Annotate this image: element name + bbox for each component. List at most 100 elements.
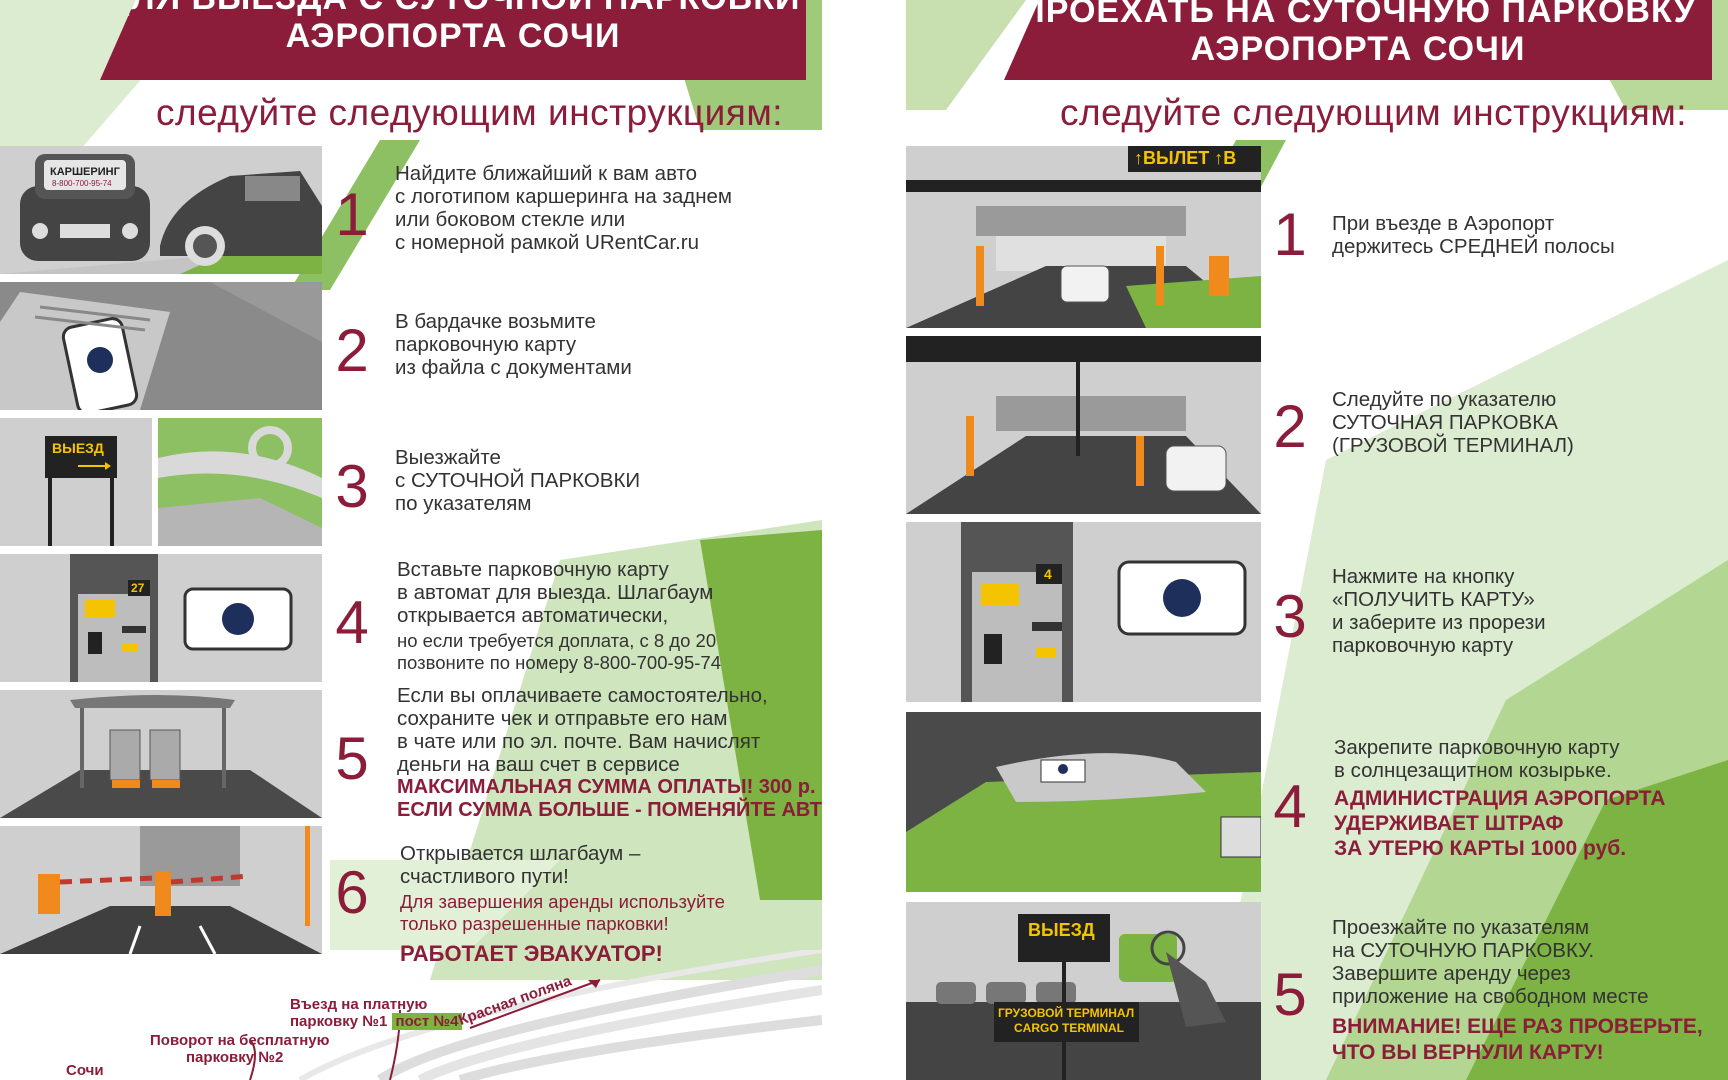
step-1-number: 1 bbox=[1273, 201, 1307, 268]
step-5-line: на СУТОЧНУЮ ПАРКОВКУ. bbox=[1332, 939, 1595, 962]
step-2-text: Следуйте по указателю СУТОЧНАЯ ПАРКОВКА … bbox=[1332, 388, 1574, 457]
step-2-image bbox=[906, 336, 1261, 514]
carsharing-sticker: КАРШЕРИНГ bbox=[50, 166, 120, 178]
step-6-note: только разрешенные парковки! bbox=[400, 913, 669, 934]
step-2-line: В бардачке возьмите bbox=[395, 310, 596, 333]
step-3-line: и заберите из прорези bbox=[1332, 611, 1546, 634]
step-4-line: в солнцезащитном козырьке. bbox=[1334, 759, 1612, 782]
step-6-line: счастливого пути! bbox=[400, 865, 569, 888]
step-5-line: сохраните чек и отправьте его нам bbox=[397, 707, 728, 730]
header-line-2: АЭРОПОРТА СОЧИ bbox=[285, 17, 621, 55]
left-instruction-panel: ДЛЯ ВЫЕЗДА С СУТОЧНОЙ ПАРКОВКИ АЭРОПОРТА… bbox=[0, 0, 822, 1080]
step-3-line: «ПОЛУЧИТЬ КАРТУ» bbox=[1332, 588, 1535, 611]
step-5-line: Если вы оплачиваете самостоятельно, bbox=[397, 684, 768, 707]
map-label-line: Въезд на платную bbox=[290, 996, 428, 1013]
cargo-terminal-ru: ГРУЗОВОЙ ТЕРМИНАЛ bbox=[998, 1006, 1135, 1020]
step-3-line: с СУТОЧНОЙ ПАРКОВКИ bbox=[395, 469, 641, 492]
step-1-line: При въезде в Аэропорт bbox=[1332, 212, 1555, 235]
step-3-line: парковочную карту bbox=[1332, 634, 1514, 657]
step-2-line: Следуйте по указателю bbox=[1332, 388, 1557, 411]
map-label-entry-paid: Въезд на платную парковку №1 пост №4 bbox=[290, 996, 463, 1030]
machine-number: 4 bbox=[1044, 566, 1052, 582]
departure-sign: ↑ВЫЛЕТ ↑В bbox=[1134, 148, 1237, 168]
step-4-image bbox=[906, 712, 1261, 892]
step-2-text: В бардачке возьмите парковочную карту из… bbox=[395, 310, 632, 379]
step-6-number: 6 bbox=[335, 859, 369, 926]
step-1-line: держитесь СРЕДНЕЙ полосы bbox=[1332, 235, 1615, 258]
step-4-image: 27 bbox=[0, 554, 322, 682]
step-3-number: 3 bbox=[1273, 583, 1307, 650]
step-5-number: 5 bbox=[1273, 961, 1307, 1028]
step-5-line: Завершите аренду через bbox=[1332, 962, 1571, 985]
step-4-note: но если требуется доплата, с 8 до 20 bbox=[397, 630, 717, 651]
step-4-number: 4 bbox=[1273, 773, 1307, 840]
step-1-text: Найдите ближайший к вам авто с логотипом… bbox=[395, 162, 732, 254]
header-line-2: АЭРОПОРТА СОЧИ bbox=[1190, 30, 1526, 68]
step-6-line: Открывается шлагбаум – bbox=[400, 842, 641, 865]
step-2-line: СУТОЧНАЯ ПАРКОВКА bbox=[1332, 411, 1558, 434]
step-4-text: Закрепите парковочную карту в солнцезащи… bbox=[1334, 736, 1665, 861]
step-5-image: ВЫЕЗД ГРУЗОВОЙ ТЕРМИНАЛ CARGO TERMINAL bbox=[906, 902, 1261, 1080]
step-4-warning: ЗА УТЕРЮ КАРТЫ 1000 руб. bbox=[1334, 837, 1627, 860]
step-3-line: Нажмите на кнопку bbox=[1332, 565, 1515, 588]
step-3-text: Нажмите на кнопку «ПОЛУЧИТЬ КАРТУ» и заб… bbox=[1332, 565, 1546, 657]
step-5-warning: ВНИМАНИЕ! ЕЩЕ РАЗ ПРОВЕРЬТЕ, bbox=[1332, 1015, 1703, 1038]
step-3-number: 3 bbox=[335, 453, 369, 520]
step-6-note: Для завершения аренды используйте bbox=[400, 891, 725, 912]
step-3-line: по указателям bbox=[395, 492, 532, 515]
step-1-line: Найдите ближайший к вам авто bbox=[395, 162, 698, 185]
step-1-line: или боковом стекле или bbox=[395, 208, 626, 231]
map-label-turn-free: Поворот на бесплатную парковку №2 bbox=[150, 1032, 329, 1066]
step-6-tow-warning: РАБОТАЕТ ЭВАКУАТОР! bbox=[400, 941, 663, 966]
carsharing-phone: 8-800-700-95-74 bbox=[52, 179, 112, 188]
step-1-text: При въезде в Аэропорт держитесь СРЕДНЕЙ … bbox=[1332, 212, 1615, 258]
machine-number: 27 bbox=[131, 581, 145, 595]
step-5-line: в чате или по эл. почте. Вам начислят bbox=[397, 730, 761, 753]
step-4-note: позвоните по номеру 8-800-700-95-74 bbox=[397, 652, 721, 673]
cargo-terminal-en: CARGO TERMINAL bbox=[1014, 1021, 1124, 1035]
instructions-subtitle: следуйте следующим инструкциям: bbox=[156, 92, 784, 133]
step-5-line: деньги на ваш счет в сервисе bbox=[397, 753, 680, 776]
step-3-text: Выезжайте с СУТОЧНОЙ ПАРКОВКИ по указате… bbox=[395, 446, 640, 515]
step-1-image: КАРШЕРИНГ 8-800-700-95-74 bbox=[0, 146, 322, 274]
step-2-number: 2 bbox=[1273, 393, 1307, 460]
step-1-line: с номерной рамкой URentCar.ru bbox=[395, 231, 700, 254]
step-1-number: 1 bbox=[335, 181, 369, 248]
exit-sign-label: ВЫЕЗД bbox=[52, 440, 104, 456]
map-label-line: парковку №2 bbox=[186, 1049, 284, 1066]
step-4-line: Закрепите парковочную карту bbox=[1334, 736, 1620, 759]
step-4-warning: АДМИНИСТРАЦИЯ АЭРОПОРТА bbox=[1334, 787, 1666, 810]
step-2-line: из файла с документами bbox=[395, 356, 632, 379]
step-5-warning: ЕСЛИ СУММА БОЛЬШЕ - ПОМЕНЯЙТЕ АВТО bbox=[397, 799, 822, 821]
step-1-image: ↑ВЫЛЕТ ↑В bbox=[906, 146, 1261, 328]
step-3-line: Выезжайте bbox=[395, 446, 501, 469]
instructions-subtitle: следуйте следующим инструкциям: bbox=[1060, 92, 1688, 133]
step-2-line: (ГРУЗОВОЙ ТЕРМИНАЛ) bbox=[1332, 434, 1574, 457]
step-5-line: приложение на свободном месте bbox=[1332, 985, 1649, 1008]
header-line-1: ДЛЯ ВЫЕЗДА С СУТОЧНОЙ ПАРКОВКИ bbox=[100, 0, 806, 17]
step-6-text: Открывается шлагбаум – счастливого пути!… bbox=[400, 842, 725, 967]
step-1-line: с логотипом каршеринга на заднем bbox=[395, 185, 733, 208]
step-2-image bbox=[0, 282, 322, 410]
exit-sign-label: ВЫЕЗД bbox=[1028, 920, 1095, 940]
step-2-line: парковочную карту bbox=[395, 333, 577, 356]
post-badge: пост №4 bbox=[391, 1013, 463, 1030]
panel-gap bbox=[822, 0, 906, 1080]
step-6-image bbox=[0, 826, 322, 954]
step-5-line: Проезжайте по указателям bbox=[1332, 916, 1590, 939]
page-header: ПРОЕХАТЬ НА СУТОЧНУЮ ПАРКОВКУ АЭРОПОРТА … bbox=[1004, 0, 1712, 80]
map-label-line: Поворот на бесплатную bbox=[150, 1032, 330, 1049]
step-4-line: открывается автоматически, bbox=[397, 604, 669, 627]
page-header: ДЛЯ ВЫЕЗДА С СУТОЧНОЙ ПАРКОВКИ АЭРОПОРТА… bbox=[100, 0, 806, 80]
step-5-warning: МАКСИМАЛЬНАЯ СУММА ОПЛАТЫ! 300 р. bbox=[397, 776, 816, 798]
map-label-line: парковку №1 bbox=[290, 1013, 388, 1030]
step-4-line: Вставьте парковочную карту bbox=[397, 558, 669, 581]
step-5-image bbox=[0, 690, 322, 818]
header-line-1: ПРОЕХАТЬ НА СУТОЧНУЮ ПАРКОВКУ bbox=[1020, 0, 1696, 30]
right-instruction-panel: ПРОЕХАТЬ НА СУТОЧНУЮ ПАРКОВКУ АЭРОПОРТА … bbox=[906, 0, 1728, 1080]
route-map: Въезд на платную парковку №1 пост №4 Пов… bbox=[0, 950, 822, 1080]
map-label-sochi: Сочи bbox=[66, 1062, 104, 1079]
step-4-text: Вставьте парковочную карту в автомат для… bbox=[397, 558, 721, 674]
step-4-warning: УДЕРЖИВАЕТ ШТРАФ bbox=[1334, 812, 1564, 835]
step-3-image: ВЫЕЗД bbox=[0, 418, 322, 546]
